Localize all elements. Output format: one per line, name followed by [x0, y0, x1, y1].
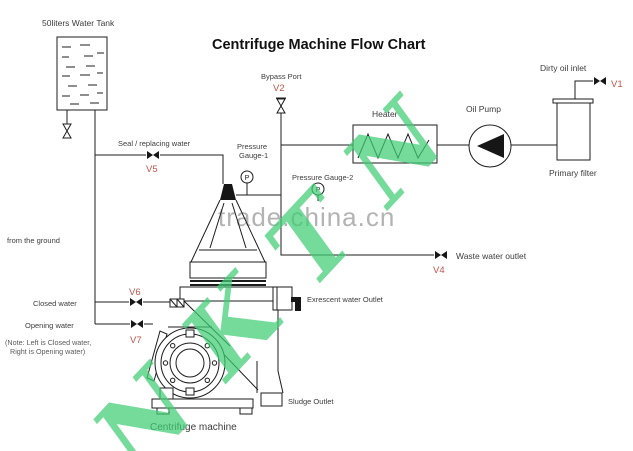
- pump-impeller-icon: [477, 134, 504, 158]
- centrifuge-machine-label: Centrifuge machine: [150, 422, 237, 433]
- opening-water-label: Opening water: [25, 321, 74, 330]
- pressure-gauge-1: P: [240, 170, 254, 184]
- note-line2: Right is Opening water): [10, 347, 85, 356]
- water-tank: [56, 36, 108, 111]
- valve-v7-icon: [131, 320, 143, 328]
- valve-v6-label: V6: [129, 287, 141, 298]
- oil-pump: [468, 124, 512, 168]
- valve-v2-icon: [276, 98, 286, 114]
- centrifuge-machine: [146, 184, 301, 415]
- from-ground-label: from the ground: [7, 236, 60, 245]
- note-line1: (Note: Left is Closed water,: [5, 338, 91, 347]
- primary-filter-label: Primary filter: [549, 168, 597, 178]
- valve-v6-icon: [130, 298, 142, 306]
- feed-fitting-icon: [220, 184, 236, 200]
- gauge2-letter: P: [316, 187, 321, 194]
- exrescent-spout-icon: [291, 297, 301, 311]
- exrescent-outlet-label: Exrescent water Outlet: [307, 295, 384, 304]
- closed-water-label: Closed water: [33, 299, 77, 308]
- tank-water-level-dashes: [62, 44, 104, 105]
- valve-v5-label: V5: [146, 164, 158, 175]
- pipes: [66, 80, 593, 325]
- valve-v4-icon: [435, 251, 447, 259]
- bypass-port-label: Bypass Port: [261, 72, 302, 81]
- valve-v5-icon: [147, 151, 159, 159]
- gauge1-label-line2: Gauge-1: [239, 151, 268, 160]
- seal-water-label: Seal / replacing water: [118, 139, 191, 148]
- oil-pump-label: Oil Pump: [466, 104, 501, 114]
- tank-valve-icon: [62, 123, 72, 139]
- gauge2-label: Pressure Gauge-2: [292, 173, 353, 182]
- sludge-outlet-label: Sludge Outlet: [288, 397, 334, 406]
- valve-v7-label: V7: [130, 335, 142, 346]
- gauge1-letter: P: [245, 175, 250, 182]
- valve-v1-label: V1: [611, 79, 623, 90]
- valves: [62, 77, 606, 328]
- heater: [352, 124, 438, 164]
- valve-v4-label: V4: [433, 265, 445, 276]
- site-watermark: trade.china.cn: [218, 202, 395, 232]
- page-title: Centrifuge Machine Flow Chart: [212, 37, 426, 53]
- valve-v1-icon: [594, 77, 606, 85]
- waste-water-outlet-label: Waste water outlet: [456, 251, 527, 261]
- dirty-oil-inlet-label: Dirty oil inlet: [540, 63, 587, 73]
- tank-label: 50liters Water Tank: [42, 18, 115, 28]
- pulley-bolts: [162, 343, 218, 383]
- gauge1-label-line1: Pressure: [237, 142, 267, 151]
- heater-element-icon: [357, 132, 430, 160]
- pressure-gauge-2: P: [311, 182, 325, 196]
- heater-label: Heater: [372, 109, 398, 119]
- primary-filter: [552, 98, 594, 161]
- valve-v2-label: V2: [273, 83, 285, 94]
